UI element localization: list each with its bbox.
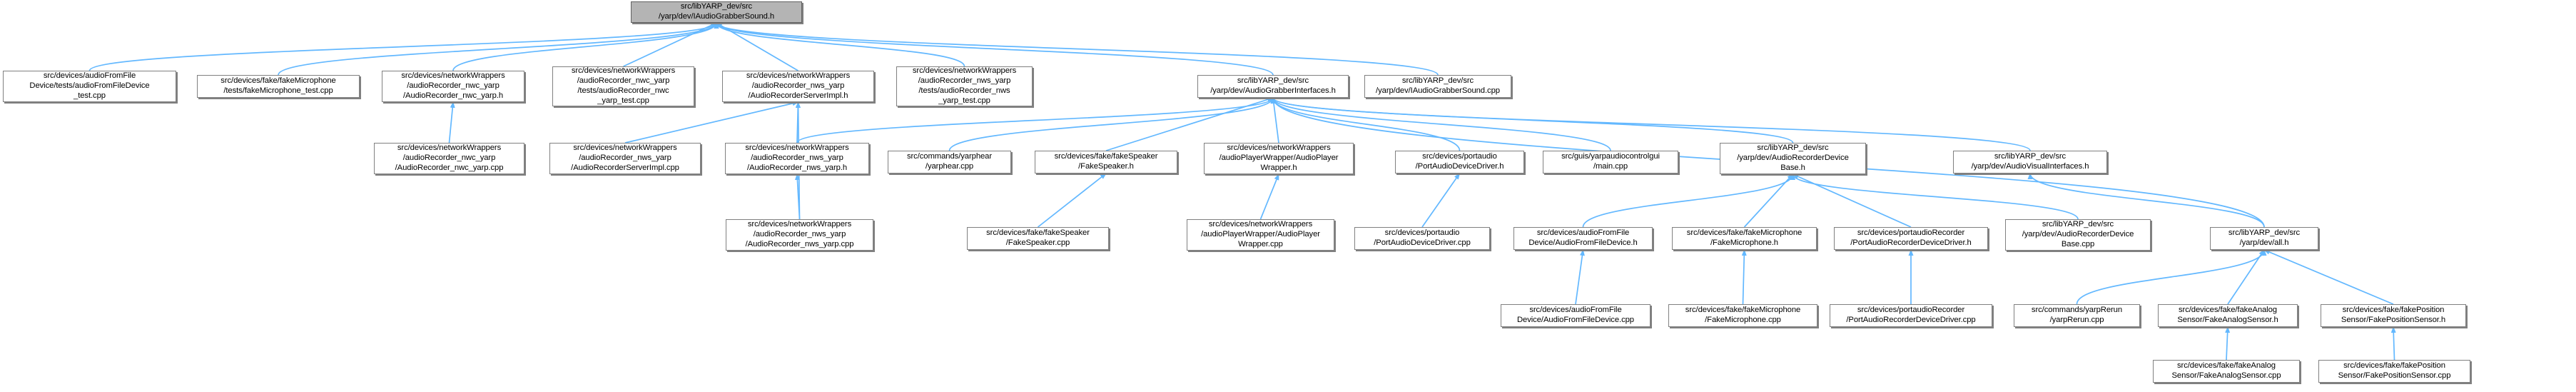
graph-edge-affd_cpp-to-affd_h [1575,249,1585,305]
graph-node-ardb_cpp[interactable]: src/libYARP_dev/src /yarp/dev/AudioRecor… [2005,219,2151,251]
graph-edge-padd_cpp-to-padd_h [1421,173,1461,228]
graph-node-nwc_cpp[interactable]: src/devices/networkWrappers /audioRecord… [374,143,524,174]
graph-edge-ardb_cpp-to-ardb_h [1790,174,2079,220]
graph-node-pardd_cpp[interactable]: src/devices/portaudioRecorder /PortAudio… [1830,304,1992,327]
graph-edge-fakespeaker_cpp-to-fakespeaker_h [1037,173,1107,228]
graph-node-iags_cpp[interactable]: src/libYARP_dev/src /yarp/dev/IAudioGrab… [1364,75,1511,98]
graph-edge-nws_test-to-root [714,22,965,67]
graph-edge-affd_test-to-root [88,22,719,71]
graph-node-fakemic_test[interactable]: src/devices/fake/fakeMicrophone /tests/f… [197,75,360,98]
graph-edge-nwc_h-to-root [452,22,719,71]
graph-node-fps_cpp[interactable]: src/devices/fake/fakePosition Sensor/Fak… [2318,360,2470,383]
graph-node-apw_cpp[interactable]: src/devices/networkWrappers /audioPlayer… [1187,219,1334,251]
graph-edge-fps_cpp-to-fps_h [2390,326,2396,361]
graph-edge-fakemic_cpp-to-fakemic_h [1741,249,1747,305]
graph-node-yarphear_cpp[interactable]: src/commands/yarphear /yarphear.cpp [888,151,1011,174]
graph-node-nws_h[interactable]: src/devices/networkWrappers /audioRecord… [725,143,869,174]
graph-node-padd_h[interactable]: src/devices/portaudio /PortAudioDeviceDr… [1395,151,1524,174]
graph-node-affd_test[interactable]: src/devices/audioFromFile Device/tests/a… [3,71,176,102]
graph-edge-pardd_h-to-ardb_h [1792,174,1912,228]
graph-node-fas_cpp[interactable]: src/devices/fake/fakeAnalog Sensor/FakeA… [2153,360,2300,383]
graph-node-nws_cpp[interactable]: src/devices/networkWrappers /audioRecord… [726,219,873,251]
graph-node-apw_h[interactable]: src/devices/networkWrappers /audioPlayer… [1204,143,1354,174]
graph-node-nws_test[interactable]: src/devices/networkWrappers /audioRecord… [896,66,1033,106]
graph-node-fakemic_h[interactable]: src/devices/fake/fakeMicrophone /FakeMic… [1672,227,1817,250]
graph-edge-nwc_test-to-root [623,22,717,67]
graph-edge-ardb_h-to-agi_h [1270,97,1794,144]
graph-edge-apw_h-to-agi_h [1271,97,1279,144]
graph-node-nwc_h[interactable]: src/devices/networkWrappers /audioRecord… [382,71,524,102]
graph-edge-nwc_cpp-to-nwc_h [448,101,455,144]
graph-node-root[interactable]: src/libYARP_dev/src /yarp/dev/IAudioGrab… [631,1,802,23]
graph-edge-srvimpl_cpp-to-srvimpl_h [624,101,799,144]
graph-edge-fps_h-to-all_h [2263,249,2394,305]
graph-edge-fas_cpp-to-fas_h [2225,326,2231,361]
graph-node-srvimpl_h[interactable]: src/devices/networkWrappers /audioRecord… [722,71,874,102]
graph-edge-srvimpl_h-to-root [716,22,798,71]
graph-node-fakespeaker_cpp[interactable]: src/devices/fake/fakeSpeaker /FakeSpeake… [967,227,1109,250]
graph-node-all_h[interactable]: src/libYARP_dev/src /yarp/dev/all.h [2210,227,2318,250]
graph-node-agi_h[interactable]: src/libYARP_dev/src /yarp/dev/AudioGrabb… [1197,75,1349,98]
graph-node-fakespeaker_h[interactable]: src/devices/fake/fakeSpeaker /FakeSpeake… [1035,151,1177,174]
graph-node-affd_cpp[interactable]: src/devices/audioFromFile Device/AudioFr… [1501,304,1650,327]
graph-node-fakemic_cpp[interactable]: src/devices/fake/fakeMicrophone /FakeMic… [1668,304,1817,327]
graph-node-yarpaudio_main[interactable]: src/guis/yarpaudiocontrolgui /main.cpp [1543,151,1678,174]
graph-edge-nws_h-to-agi_h [796,97,1276,144]
graph-node-affd_h[interactable]: src/devices/audioFromFile Device/AudioFr… [1513,227,1653,250]
graph-node-padd_cpp[interactable]: src/devices/portaudio /PortAudioDeviceDr… [1354,227,1490,250]
graph-edge-avi_h-to-agi_h [1270,97,2031,151]
graph-node-ardb_h[interactable]: src/libYARP_dev/src /yarp/dev/AudioRecor… [1720,143,1866,174]
graph-edge-yarprerun_cpp-to-all_h [2076,249,2267,305]
graph-node-yarprerun_cpp[interactable]: src/commands/yarpRerun /yarpRerun.cpp [2014,304,2140,327]
graph-node-srvimpl_cpp[interactable]: src/devices/networkWrappers /audioRecord… [549,143,701,174]
graph-node-fas_h[interactable]: src/devices/fake/fakeAnalog Sensor/FakeA… [2158,304,2298,327]
graph-edge-iags_cpp-to-root [714,22,1439,76]
graph-edge-affd_h-to-ardb_h [1582,174,1795,228]
graph-node-fps_h[interactable]: src/devices/fake/fakePosition Sensor/Fak… [2321,304,2466,327]
graph-edge-apw_cpp-to-apw_h [1259,174,1279,220]
graph-node-nwc_test[interactable]: src/devices/networkWrappers /audioRecord… [552,66,694,106]
graph-node-pardd_h[interactable]: src/devices/portaudioRecorder /PortAudio… [1834,227,1988,250]
graph-edge-fakemic_h-to-ardb_h [1743,174,1794,228]
graph-node-avi_h[interactable]: src/libYARP_dev/src /yarp/dev/AudioVisua… [1953,151,2107,174]
graph-edge-fas_h-to-all_h [2227,249,2265,305]
graph-edge-nws_h-to-srvimpl_h [795,101,801,144]
graph-edge-nws_cpp-to-nws_h [794,174,801,220]
